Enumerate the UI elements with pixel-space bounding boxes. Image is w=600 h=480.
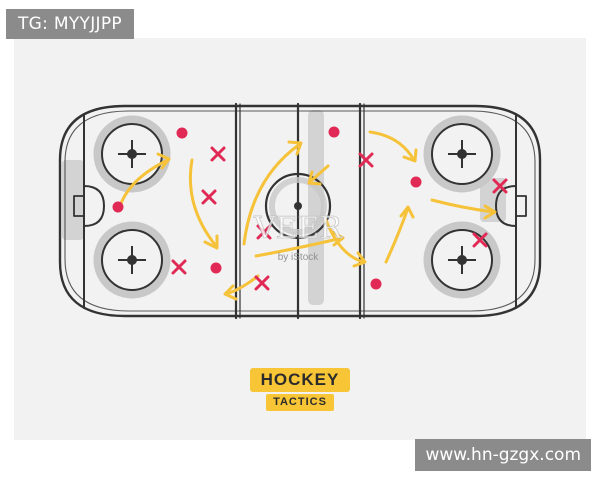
opponent-x — [358, 152, 374, 168]
opponent-x — [254, 275, 270, 291]
watermark-main: VEER — [253, 211, 343, 246]
bottom-tag: www.hn-gzgx.com — [415, 439, 591, 471]
top-tag: TG: MYYJJPP — [6, 9, 134, 39]
opponents — [171, 146, 508, 291]
faceoff-marks — [118, 140, 476, 274]
rink-shading — [62, 110, 506, 305]
player-dot — [112, 201, 124, 213]
watermark-sub: by iStock — [278, 252, 320, 263]
opponent-x — [201, 189, 217, 205]
arrow-8 — [384, 206, 410, 264]
arrow-2 — [188, 158, 218, 248]
arrow-1 — [118, 158, 170, 208]
player-dot — [176, 127, 188, 139]
player-dot — [210, 262, 222, 274]
opponent-x — [171, 259, 187, 275]
rink-lines — [58, 102, 542, 320]
player-dot — [328, 126, 340, 138]
arrow-5 — [254, 236, 344, 258]
arrow-9 — [430, 198, 496, 214]
badge-subtitle: TACTICS — [266, 394, 334, 411]
play-arrows — [118, 130, 497, 301]
hockey-tactics-badge: HOCKEY TACTICS — [250, 368, 350, 428]
player-dot — [410, 176, 422, 188]
arrow-10 — [224, 274, 260, 296]
arrow-6 — [324, 218, 366, 264]
opponent-x — [210, 146, 226, 162]
opponent-x — [256, 224, 272, 240]
player-dot — [370, 278, 382, 290]
badge-title: HOCKEY — [250, 368, 350, 392]
opponent-x — [492, 178, 508, 194]
arrow-3 — [242, 142, 302, 246]
players — [112, 126, 422, 290]
arrow-7 — [368, 130, 416, 162]
faceoff-circles — [93, 115, 501, 299]
opponent-x — [472, 232, 488, 248]
